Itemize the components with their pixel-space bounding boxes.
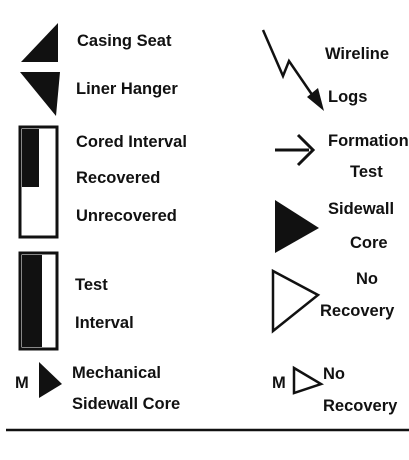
mechanical-no-recovery-outline-triangle-icon (292, 365, 324, 395)
recovered-label: Recovered (76, 169, 161, 187)
cored-interval-label: Cored Interval (76, 133, 187, 151)
core-label: Core (350, 234, 388, 252)
test-interval-box-icon (18, 251, 59, 351)
sidewall-label: Sidewall (328, 200, 395, 218)
logs-label: Logs (328, 88, 368, 106)
sidewall-core-triangle-icon (275, 200, 319, 253)
mechanical-no-recovery-m-label: M (272, 374, 286, 392)
formation-test-label: Test (350, 163, 383, 181)
test-label: Test (75, 276, 108, 294)
formation-test-arrow-icon (275, 133, 316, 167)
casing-seat-label: Casing Seat (77, 32, 172, 50)
mechanical-m-label: M (15, 374, 29, 392)
liner-hanger-triangle-icon (20, 72, 60, 116)
cored-interval-box-icon (18, 125, 59, 239)
wireline-label: Wireline (325, 45, 390, 63)
unrecovered-label: Unrecovered (76, 207, 177, 225)
mechanical-label: Mechanical (72, 364, 161, 382)
interval-label: Interval (75, 314, 134, 332)
no-recovery-outline-triangle-icon (271, 268, 321, 334)
formation-label: Formation (328, 132, 409, 150)
liner-hanger-label: Liner Hanger (76, 80, 178, 98)
no-recovery-no-label: No (356, 270, 378, 288)
mechanical-no-recovery-no-label: No (323, 365, 345, 383)
mechanical-sidewall-core-triangle-icon (39, 362, 62, 398)
sidewall-core-label: Sidewall Core (72, 395, 181, 413)
no-recovery-recovery-label: Recovery (320, 302, 395, 320)
mechanical-no-recovery-recovery-label: Recovery (323, 397, 398, 415)
wireline-lightning-arrow-icon (261, 29, 324, 111)
casing-seat-triangle-icon (21, 23, 58, 62)
